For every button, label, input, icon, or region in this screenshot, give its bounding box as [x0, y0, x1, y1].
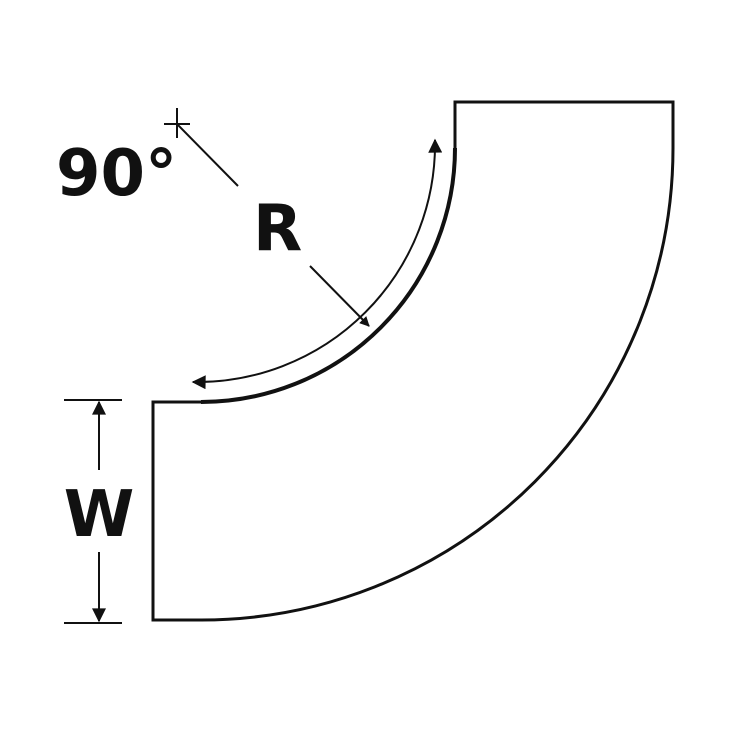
angle-dimension-arc	[191, 138, 443, 390]
radius-label: R	[253, 192, 302, 266]
angle-label: 90°	[56, 137, 177, 211]
radius-leader-upper	[176, 123, 239, 187]
radius-leader-lower	[309, 265, 370, 327]
width-label: W	[64, 478, 135, 552]
inner-radius-arc	[200, 147, 457, 404]
